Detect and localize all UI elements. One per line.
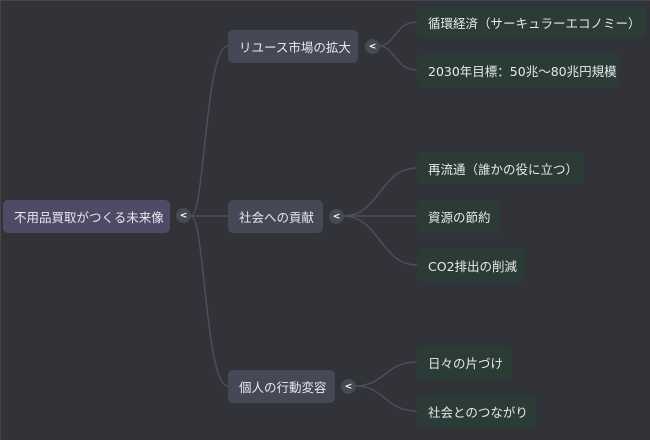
link-b0-leaf-0 [378,21,418,47]
branch-node-reuse-market[interactable]: リユース市場の拡大 [228,30,358,63]
collapse-toggle-branch-1[interactable]: < [329,209,344,224]
root-node[interactable]: 不用品買取がつくる未来像 [3,200,170,233]
leaf-label: 再流通（誰かの役に立つ） [428,161,579,177]
link-b2-leaf-1 [354,385,418,412]
link-root-branch-0 [190,45,229,217]
link-b1-leaf-2 [342,215,418,266]
collapse-toggle-branch-0[interactable]: < [365,39,380,54]
chevron-left-icon: < [368,41,377,52]
link-b1-leaf-0 [342,167,418,217]
leaf-node[interactable]: 2030年目標：50兆〜80兆円規模 [417,54,619,87]
leaf-label: CO2排出の削減 [428,259,518,274]
leaf-node[interactable]: 社会とのつながり [417,395,536,427]
chevron-left-icon: < [344,381,353,392]
branch-label: 個人の行動変容 [239,380,327,395]
leaf-node[interactable]: CO2排出の削減 [417,249,525,282]
branch-node-behavior-change[interactable]: 個人の行動変容 [228,370,335,403]
leaf-node[interactable]: 日々の片づけ [417,346,512,379]
leaf-label: 社会とのつながり [428,404,528,420]
leaf-label: 資源の節約 [428,210,491,225]
link-root-branch-2 [190,215,229,387]
leaf-label: 循環経済（サーキュラーエコノミー） [428,15,641,31]
root-label: 不用品買取がつくる未来像 [14,210,164,225]
collapse-toggle-root[interactable]: < [176,208,191,223]
chevron-left-icon: < [179,210,188,221]
leaf-node[interactable]: 再流通（誰かの役に立つ） [417,152,584,184]
leaf-node[interactable]: 循環経済（サーキュラーエコノミー） [417,6,646,38]
collapse-toggle-branch-2[interactable]: < [341,379,356,394]
leaf-label: 2030年目標：50兆〜80兆円規模 [428,64,617,79]
branch-label: 社会への貢献 [239,210,315,225]
branch-node-social-contribution[interactable]: 社会への貢献 [228,200,323,233]
link-b2-leaf-0 [354,361,418,387]
leaf-node[interactable]: 資源の節約 [417,200,500,233]
branch-label: リユース市場の拡大 [239,40,351,55]
chevron-left-icon: < [332,211,341,222]
leaf-label: 日々の片づけ [428,356,504,371]
link-b0-leaf-1 [378,45,418,71]
